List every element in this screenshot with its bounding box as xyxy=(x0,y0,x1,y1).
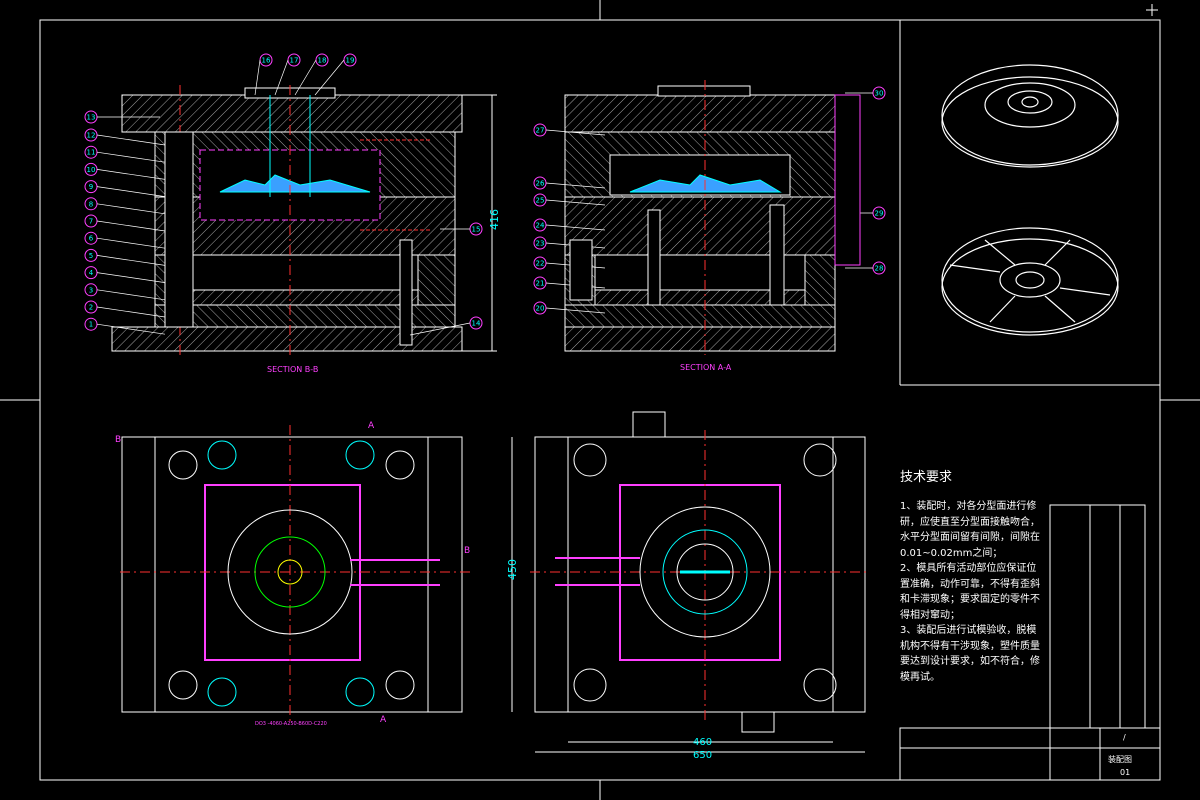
balloon-number: 8 xyxy=(89,200,93,208)
technical-requirements: 技术要求 1、装配时，对各分型面进行修研，应使直至分型面接触吻合， 水平分型面间留… xyxy=(900,466,1040,685)
leader-line xyxy=(96,203,166,215)
requirement-line: 2、模具所有活动部位应保证位 xyxy=(900,563,1037,574)
balloon-number: 16 xyxy=(262,57,271,65)
requirement-line: 模再试。 xyxy=(900,671,940,683)
cut-b-right: B xyxy=(464,546,470,556)
balloon-number: 22 xyxy=(536,260,545,268)
balloon-number: 17 xyxy=(290,57,299,65)
requirement-line: 研，应使直至分型面接触吻合， xyxy=(900,516,1040,528)
requirement-line: 水平分型面间留有间隙，间隙在 xyxy=(900,532,1040,543)
balloon-number: 19 xyxy=(346,57,355,65)
balloon-number: 30 xyxy=(875,90,884,98)
balloon-number: 13 xyxy=(87,114,96,122)
requirements-lines: 1、装配时，对各分型面进行修研，应使直至分型面接触吻合， 水平分型面间留有间隙，间… xyxy=(900,499,1040,685)
requirement-line: 和卡滞现象；要求固定的零件不 xyxy=(900,594,1040,605)
balloon-number: 9 xyxy=(89,183,93,191)
leader-line xyxy=(96,237,166,249)
cut-a-top: A xyxy=(368,421,375,431)
balloon-number: 10 xyxy=(87,166,96,174)
cut-a-bottom: A xyxy=(380,715,387,725)
leader-line xyxy=(294,59,317,96)
title-block-name: 装配图 xyxy=(1108,754,1132,764)
requirement-line: 3、装配后进行试模验收，脱模 xyxy=(900,625,1037,636)
balloon-number: 26 xyxy=(536,180,545,188)
requirement-line: 得相对窜动； xyxy=(900,609,960,621)
title-block-slash: / xyxy=(1123,733,1126,742)
top-view-left xyxy=(120,425,470,725)
balloon-number: 23 xyxy=(536,240,545,248)
top-view-right xyxy=(511,411,870,753)
balloon-number: 3 xyxy=(89,286,93,294)
balloon-number: 4 xyxy=(89,269,94,277)
leader-line xyxy=(274,59,289,96)
section-aa-view xyxy=(564,80,861,355)
balloon-number: 18 xyxy=(318,57,327,65)
title-block-sheet: 01 xyxy=(1120,768,1130,777)
cut-b-left: B xyxy=(115,435,121,445)
section-aa-label: SECTION A-A xyxy=(680,363,732,372)
balloon-number: 6 xyxy=(89,235,94,243)
balloon-number: 25 xyxy=(536,197,545,205)
balloon-number: 24 xyxy=(536,222,545,230)
balloon-number: 27 xyxy=(536,127,545,135)
balloon-number: 29 xyxy=(875,210,884,218)
balloon-number: 11 xyxy=(87,149,96,157)
leader-line xyxy=(96,272,166,283)
isometric-views xyxy=(941,64,1119,336)
balloon-number: 20 xyxy=(536,305,545,313)
leader-line xyxy=(314,59,345,96)
requirement-line: 1、装配时，对各分型面进行修 xyxy=(900,501,1037,512)
balloon-number: 2 xyxy=(89,304,93,312)
title-block xyxy=(899,504,1161,781)
leader-line xyxy=(96,151,166,163)
dim-460-label: 460 xyxy=(693,737,712,748)
balloon-number: 14 xyxy=(472,320,481,328)
balloon-number: 21 xyxy=(536,280,545,288)
balloon-number: 7 xyxy=(89,218,93,226)
section-bb-label: SECTION B-B xyxy=(267,365,318,374)
requirements-title: 技术要求 xyxy=(900,470,953,485)
leader-line xyxy=(96,306,166,318)
section-bb-view xyxy=(111,85,497,355)
leader-line xyxy=(96,134,166,146)
leader-line xyxy=(254,59,261,96)
dim-650-label: 650 xyxy=(693,750,712,761)
leader-line xyxy=(96,323,166,335)
balloon-number: 15 xyxy=(472,226,481,234)
balloon-number: 1 xyxy=(89,321,93,329)
balloon-number: 5 xyxy=(89,252,93,260)
requirement-line: 0.01~0.02mm之间； xyxy=(900,547,1003,559)
balloon-number: 12 xyxy=(87,132,96,140)
balloon-number: 28 xyxy=(875,265,884,273)
dim-416-label: 416 xyxy=(488,209,501,230)
ortho-code: DO3 -4060-A250-B60D-C220 xyxy=(255,721,327,727)
leader-line xyxy=(96,220,166,232)
leader-line xyxy=(409,322,471,336)
leader-line xyxy=(96,169,166,180)
leader-line xyxy=(96,289,166,301)
requirement-line: 要达到设计要求，如不符合，修 xyxy=(900,656,1040,667)
leader-line xyxy=(96,255,166,266)
leader-line xyxy=(96,186,166,197)
requirement-line: 机构不得有干涉现象，塑件质量 xyxy=(900,640,1040,652)
dim-450-label: 450 xyxy=(506,559,519,580)
requirement-line: 置准确，动作可靠，不得有歪斜 xyxy=(900,578,1040,590)
